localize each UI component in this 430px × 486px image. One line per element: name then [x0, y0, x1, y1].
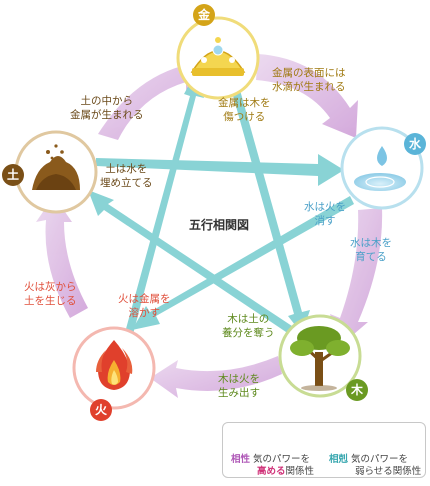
element-water: [340, 126, 424, 210]
earth-badge: 土: [2, 164, 24, 186]
tree-icon: [290, 326, 350, 391]
water-ripple-icon: [354, 173, 406, 191]
arrow-wood-to-fire: [150, 356, 282, 398]
legend-generating-text2: 高める関係性: [257, 465, 314, 478]
legend-controlling-line1: 気のパワーを: [351, 454, 409, 465]
legend-generating-suffix: 関係性: [285, 466, 315, 477]
label-water-fire: 水は火を 消す: [304, 201, 346, 227]
label-wood-earth: 木は土の 養分を奪う: [222, 313, 275, 339]
fire-badge: 火: [90, 399, 112, 421]
generating-arrows: [36, 54, 383, 398]
water-badge: 水: [404, 133, 426, 155]
legend-controlling-text: 相剋 気のパワーを: [329, 453, 408, 466]
element-earth: [14, 130, 98, 214]
arrow-fire-to-earth: [36, 196, 88, 318]
legend-generating-keyword: 相性: [231, 454, 251, 465]
element-fire: [72, 326, 156, 410]
legend-controlling-text2: 弱らせる関係性: [355, 466, 422, 477]
arrow-earth-to-metal: [98, 56, 208, 140]
legend-generating-line1: 気のパワーを: [253, 454, 311, 465]
label-fire-earth: 火は灰から 土を生じる: [24, 281, 77, 307]
element-wood: [278, 314, 362, 398]
label-earth-water: 土は水を 埋め立てる: [100, 163, 153, 189]
water-drop-icon: [377, 146, 387, 166]
diagram-title: 五行相関図: [188, 218, 249, 232]
arrow-fire-to-metal: [124, 72, 204, 338]
fire-icon: [96, 340, 133, 390]
arrow-metal-to-wood: [232, 90, 310, 334]
label-earth-metal: 土の中から 金属が生まれる: [70, 95, 144, 121]
label-metal-water: 金属の表面には 水滴が生まれる: [272, 67, 346, 93]
arrow-metal-to-water: [256, 54, 358, 138]
legend-generating-emphasis: 高める: [257, 466, 286, 477]
label-wood-fire: 木は火を 生み出す: [218, 373, 260, 399]
soil-icon: [32, 144, 80, 190]
arrow-water-to-wood: [330, 208, 383, 346]
arrow-water-to-fire: [132, 196, 354, 330]
label-metal-wood: 金属は木を 傷つける: [218, 97, 271, 123]
legend: 相性 気のパワーを 高める関係性 相剋 気のパワーを 弱らせる関係性: [222, 422, 426, 478]
label-fire-metal: 火は金属を 溶かす: [118, 293, 171, 319]
controlling-arrows: [88, 72, 354, 338]
element-metal: [176, 16, 260, 100]
arrow-earth-to-water: [96, 154, 344, 186]
label-water-wood: 水は木を 育てる: [350, 237, 392, 263]
wood-badge: 木: [346, 379, 368, 401]
legend-controlling-keyword: 相剋: [329, 454, 349, 465]
arrow-wood-to-earth: [88, 190, 298, 336]
legend-generating-text: 相性 気のパワーを: [231, 453, 310, 466]
metal-badge: 金: [193, 4, 215, 26]
